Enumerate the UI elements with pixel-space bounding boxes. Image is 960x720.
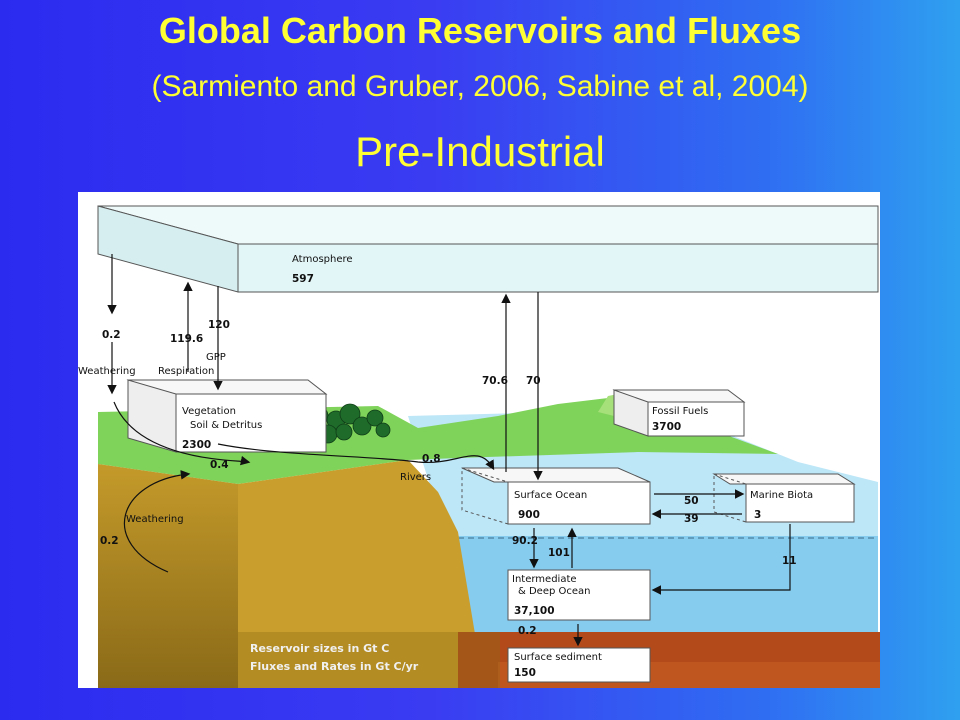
- deep-ocean-value: 37,100: [514, 605, 555, 617]
- respiration-label: Respiration: [158, 366, 214, 377]
- from-biota-value: 39: [684, 513, 699, 525]
- ocean-uptake-down-value: 70: [526, 375, 541, 387]
- citation: (Sarmiento and Gruber, 2006, Sabine et a…: [151, 70, 809, 103]
- soil-label: Soil & Detritus: [190, 420, 262, 431]
- deep-ocean-label: Intermediate: [512, 574, 577, 585]
- page-subtitle: Pre-Industrial: [355, 128, 605, 175]
- weathering2-label: Weathering: [126, 514, 184, 525]
- carbon-cycle-diagram: Atmosphere 597 Vegetation Soil & Detritu…: [78, 192, 880, 688]
- down-deep-value: 90.2: [512, 535, 538, 547]
- legend-line-1: Reservoir sizes in Gt C: [250, 642, 389, 655]
- vegetation-box: [126, 379, 328, 453]
- fossil-fuels-label: Fossil Fuels: [652, 406, 708, 417]
- biota-deep-value: 11: [782, 555, 797, 567]
- atmosphere-value: 597: [292, 273, 314, 285]
- vegetation-value: 2300: [182, 439, 211, 451]
- ocean-uptake-up-value: 70.6: [482, 375, 508, 387]
- marine-biota-box: [712, 473, 856, 523]
- weathering-flux-value: 0.2: [102, 329, 121, 341]
- fossil-fuels-box: [612, 389, 746, 437]
- atmosphere-slab: [97, 205, 879, 293]
- marine-biota-label: Marine Biota: [750, 490, 813, 501]
- gpp-flux-value: 120: [208, 319, 230, 331]
- flux-arrows: [107, 254, 791, 647]
- rivers-flux-value: 0.8: [422, 453, 441, 465]
- respiration-flux-value: 119.6: [170, 333, 203, 345]
- legend-box: [238, 632, 500, 688]
- vegetation-label: Vegetation: [182, 406, 236, 417]
- deep-ocean-box: [507, 569, 651, 621]
- rivers-label: Rivers: [400, 472, 431, 483]
- sediment-label: Surface sediment: [514, 652, 602, 663]
- surface-ocean-box: [461, 467, 651, 525]
- sediment-value: 150: [514, 667, 536, 679]
- surface-ocean-label: Surface Ocean: [514, 490, 587, 501]
- sediment-box: [507, 647, 651, 683]
- page-title: Global Carbon Reservoirs and Fluxes: [158, 10, 802, 51]
- fossil-fuels-value: 3700: [652, 421, 681, 433]
- veg-river-flux-value: 0.4: [210, 459, 229, 471]
- surface-ocean-value: 900: [518, 509, 540, 521]
- weathering2-value: 0.2: [100, 535, 119, 547]
- sediment-flux-value: 0.2: [518, 625, 537, 637]
- marine-biota-value: 3: [754, 509, 761, 521]
- to-biota-value: 50: [684, 495, 699, 507]
- up-deep-value: 101: [548, 547, 570, 559]
- atmosphere-label: Atmosphere: [292, 254, 353, 265]
- weathering-label: Weathering: [78, 366, 136, 377]
- gpp-label: GPP: [206, 352, 226, 363]
- legend-line-2: Fluxes and Rates in Gt C/yr: [250, 660, 419, 673]
- deep-ocean-label2: & Deep Ocean: [518, 586, 591, 597]
